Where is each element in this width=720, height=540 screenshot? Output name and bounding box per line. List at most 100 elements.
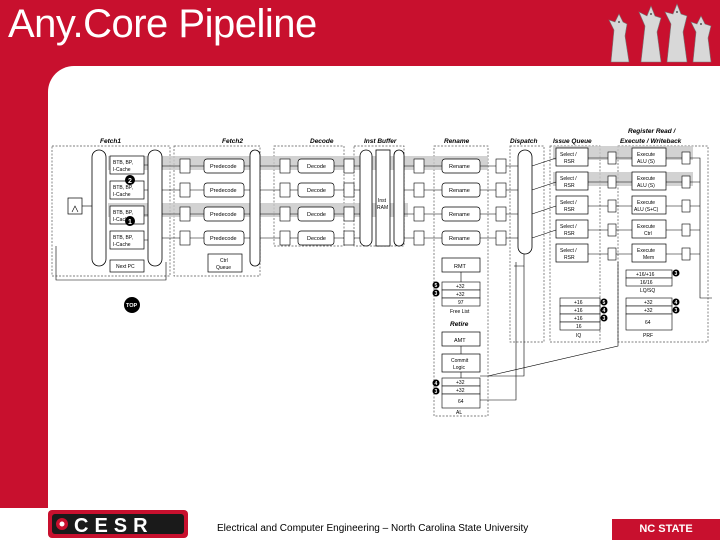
- instbuf-out-mux: [393, 149, 405, 247]
- iq-value-c: +16: [574, 316, 583, 322]
- stage-fetch2: Fetch2: [222, 138, 243, 145]
- pipeline-latch: [413, 158, 425, 174]
- stage-dispatch: Dispatch: [510, 138, 537, 145]
- prf-value-c: 64: [645, 320, 651, 326]
- select-label-5b: RSR: [564, 255, 575, 261]
- btb-label-4b: I-Cache: [113, 242, 131, 248]
- iq-badge-three-label: 3: [603, 316, 606, 322]
- predecode-label-3: Predecode: [210, 212, 237, 218]
- free-list-value-b: +32: [456, 292, 465, 298]
- fl-badge-three-label: 3: [435, 291, 438, 297]
- badge-two-label: 2: [128, 178, 132, 185]
- execute-alu-s-1: [631, 147, 667, 167]
- rename-label-1: Rename: [449, 164, 470, 170]
- prf-value-b: +32: [644, 308, 653, 314]
- inst-ram-block: [375, 149, 391, 247]
- fl-badge-five-label: 5: [435, 283, 438, 289]
- stage-rename: Rename: [444, 138, 470, 145]
- rename-region: [433, 145, 489, 417]
- prf-label: PRF: [643, 333, 653, 339]
- exec-label-5b: Mem: [643, 255, 654, 261]
- stage-fetch1: Fetch1: [100, 138, 121, 145]
- pipeline-latch: [179, 206, 191, 222]
- select-rsr-2: [555, 171, 589, 191]
- select-label-3b: RSR: [564, 207, 575, 213]
- free-list-label: Free List: [450, 309, 470, 315]
- ctrl-queue-label-2: Queue: [216, 265, 231, 271]
- al-value-b: +32: [456, 388, 465, 394]
- content-panel: [48, 66, 720, 508]
- badge-two: [125, 175, 135, 185]
- stage-issue-queue: Issue Queue: [553, 138, 592, 145]
- rename-label-4: Rename: [449, 236, 470, 242]
- slide-title: Any.Core Pipeline: [8, 2, 317, 46]
- exec-label-2b: ALU (S): [637, 183, 655, 189]
- exec-label-3a: Execute: [637, 200, 655, 206]
- select-label-2b: RSR: [564, 183, 575, 189]
- select-label-3a: Select /: [560, 200, 577, 206]
- iq-label: IQ: [576, 333, 581, 339]
- iq-badge-four-label: 4: [603, 308, 606, 314]
- rename-label-2: Rename: [449, 188, 470, 194]
- fetch2-output-mux: [249, 149, 261, 267]
- iq-value-d: 16: [576, 324, 582, 330]
- instbuf-in-mux: [359, 149, 373, 247]
- next-pc-label: Next PC: [116, 264, 135, 270]
- iq-badge-three: [600, 314, 608, 322]
- pipeline-latch: [343, 158, 355, 174]
- rename-label-3: Rename: [449, 212, 470, 218]
- al-badge-four: [432, 379, 440, 387]
- commit-label-2: Logic: [453, 365, 465, 371]
- al-value-c: 64: [458, 399, 464, 405]
- stage-execute-writeback: Execute / Writeback: [620, 138, 682, 145]
- execute-ctrl: [631, 219, 667, 239]
- exec-label-2a: Execute: [637, 176, 655, 182]
- exec-label-1a: Execute: [637, 152, 655, 158]
- prf-badge-three: [672, 306, 680, 314]
- iq-badge-five: [600, 298, 608, 306]
- pipeline-latch: [495, 158, 507, 174]
- prf-badge-three-label: 3: [675, 308, 678, 314]
- pipeline-latch: [343, 230, 355, 246]
- stage-inst-buffer: Inst Buffer: [364, 138, 397, 145]
- pipeline-latch: [495, 182, 507, 198]
- pipeline-diagram: Fetch1 Fetch2 Decode Inst Buffer Rename …: [51, 128, 712, 417]
- stage-decode: Decode: [310, 138, 334, 145]
- prf-slot-c: [625, 313, 673, 331]
- stage-register-read: Register Read /: [628, 128, 677, 135]
- free-list-slot-c: [441, 297, 481, 307]
- pipeline-latch: [279, 230, 291, 246]
- btb-label-1a: BTB, BP,: [113, 160, 133, 166]
- pipeline-latch: [279, 158, 291, 174]
- pipeline-latch: [279, 182, 291, 198]
- btb-label-2b: I-Cache: [113, 192, 131, 198]
- wolf-pack-logo: [608, 3, 712, 63]
- fl-badge-five: [432, 281, 440, 289]
- select-rsr-4: [555, 219, 589, 239]
- decode-label-1: Decode: [307, 164, 326, 170]
- iq-slot-d: [559, 321, 601, 331]
- fetch1-output-mux: [147, 149, 163, 267]
- pipeline-latch: [343, 206, 355, 222]
- btb-label-3a: BTB, BP,: [113, 210, 133, 216]
- al-slot-c: [441, 393, 481, 409]
- lsq-badge-three-label: 3: [675, 271, 678, 277]
- exec-label-4b: Ctrl: [644, 231, 652, 237]
- decode-label-2: Decode: [307, 188, 326, 194]
- select-label-1a: Select /: [560, 152, 577, 158]
- top-badge-label: TOP: [126, 303, 138, 309]
- regread-region: [617, 145, 709, 343]
- execute-alu-sc: [631, 195, 667, 215]
- badge-one: [125, 216, 135, 226]
- predecode-label-4: Predecode: [210, 236, 237, 242]
- footer-text: Electrical and Computer Engineering – No…: [217, 523, 529, 534]
- decode-label-3: Decode: [307, 212, 326, 218]
- rmt-label: RMT: [454, 264, 467, 270]
- free-list-value-c: 97: [458, 300, 464, 306]
- pipeline-latch: [179, 230, 191, 246]
- lsq-badge-three: [672, 269, 680, 277]
- select-rsr-5: [555, 243, 589, 263]
- iq-badge-five-label: 5: [603, 300, 606, 306]
- predecode-label-2: Predecode: [210, 188, 237, 194]
- iq-value-b: +16: [574, 308, 583, 314]
